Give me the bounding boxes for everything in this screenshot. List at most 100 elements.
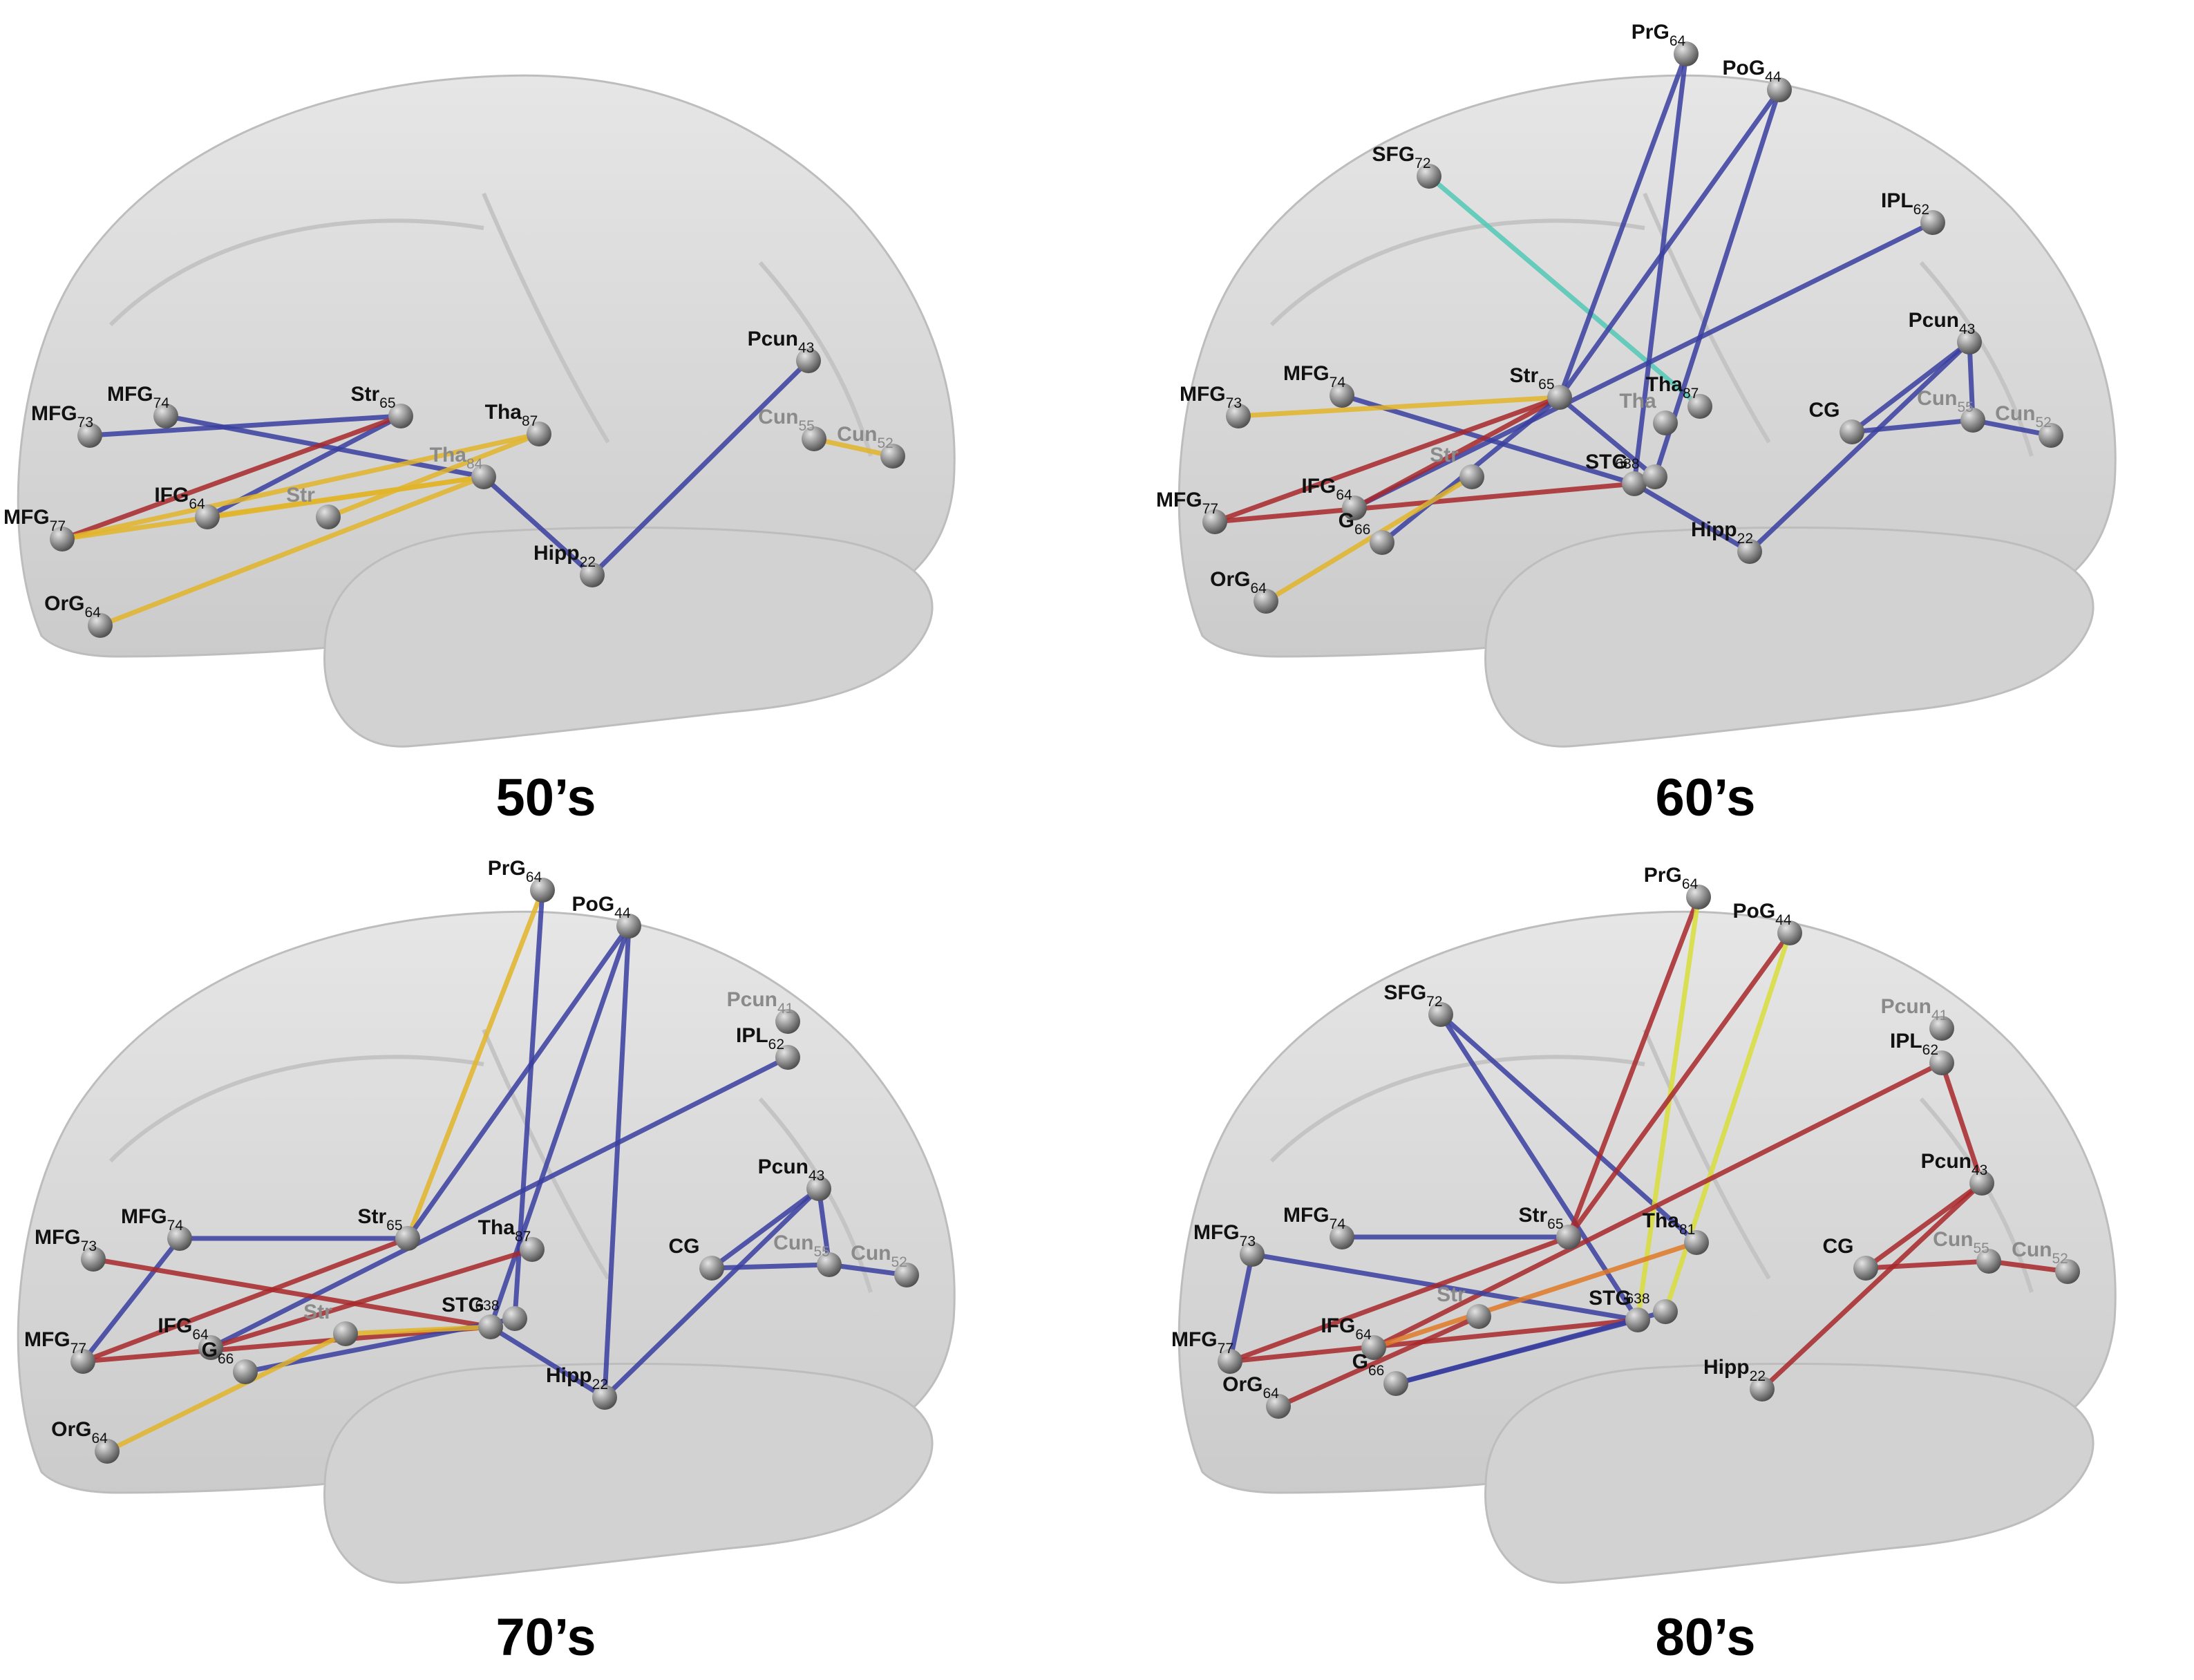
node-IPL: IPL62 (1881, 189, 1945, 235)
node-name: MFG (3, 506, 50, 529)
node-label: Cun52 (837, 423, 893, 451)
node-label: Tha87 (478, 1216, 531, 1245)
node-Tha: Tha87 (478, 1216, 545, 1262)
node-name: Pcun (1881, 995, 1931, 1018)
node-name: Cun (851, 1242, 891, 1265)
node-sphere (1687, 394, 1712, 419)
node-OrG: OrG64 (1210, 568, 1278, 614)
node-sphere (153, 404, 178, 428)
node-Cun52: Cun52 (1995, 402, 2063, 448)
node-name: Pcun (727, 988, 777, 1011)
node-name: Pcun (1921, 1150, 1971, 1173)
node-subscript: 22 (580, 554, 596, 570)
node-label: STG (442, 1294, 484, 1316)
node-name: MFG (121, 1205, 167, 1228)
node-subscript: 87 (515, 1229, 531, 1245)
node-sphere (1370, 530, 1394, 555)
node-sphere (70, 1349, 95, 1374)
node-sphere (894, 1263, 919, 1287)
edge-PrG-STG (1635, 894, 1701, 1323)
edge-MFG77-Str (1227, 1234, 1571, 1364)
node-name: IPL (1890, 1030, 1922, 1053)
node-name: OrG (44, 592, 84, 615)
node-label: Tha84 (430, 444, 483, 472)
node-subscript: 43 (1971, 1162, 1987, 1178)
node-G66: G66 (202, 1339, 258, 1384)
node-name: PoG (1732, 900, 1775, 923)
node-StrM: Str (286, 484, 341, 529)
node-name: Cun (1933, 1228, 1973, 1251)
node-name: Pcun (758, 1155, 808, 1178)
node-label: Hipp22 (1691, 518, 1753, 547)
node-sphere (1920, 210, 1945, 235)
node-sphere (1342, 495, 1367, 520)
node-sphere (796, 348, 821, 373)
node-sphere (1361, 1335, 1386, 1360)
node-G66: G66 (1352, 1350, 1408, 1396)
node-label: 638 (1625, 1291, 1649, 1307)
edge-IPL-IFG (1352, 220, 1936, 511)
edge-IFG-Tha (208, 1247, 535, 1350)
brain-temporal-lobe (323, 1362, 934, 1584)
node-label: PoG44 (571, 893, 630, 921)
node-subscript: 22 (592, 1377, 608, 1393)
node-subscript: 66 (218, 1351, 234, 1367)
edge-CG-Cun55 (1863, 1258, 1992, 1271)
node-label: Cun52 (2012, 1238, 2068, 1267)
node-name: Str (350, 383, 379, 406)
node-subscript: 64 (192, 1327, 209, 1343)
node-name: CG (1823, 1235, 1854, 1258)
node-MFG74: MFG74 (1283, 1204, 1354, 1249)
node-Tha87: Tha87 (1646, 373, 1712, 419)
node-subscript: 87 (1683, 386, 1699, 402)
node-label: MFG74 (1283, 362, 1345, 390)
node-sphere (1625, 1308, 1650, 1332)
node-label: IFG64 (1321, 1314, 1372, 1343)
node-name: OrG (1210, 568, 1250, 591)
edge-IFG-Tha (1371, 1240, 1699, 1350)
edge-OrG-StrM (1263, 474, 1475, 604)
node-sphere (88, 613, 113, 638)
node-subscript: 81 (1679, 1222, 1695, 1238)
node-STG638: 638 (1625, 1291, 1678, 1324)
edge-Cun55-Cun52 (811, 436, 896, 459)
node-subscript: 64 (1263, 1386, 1280, 1401)
node-Cun55: Cun55 (1933, 1228, 2001, 1274)
edge-CG-Cun55 (709, 1262, 832, 1271)
node-MFG77: MFG77 (24, 1328, 95, 1374)
node-IPL: IPL62 (736, 1024, 800, 1070)
node-OrG: OrG64 (1222, 1373, 1291, 1419)
edge-Str-STG638 (1557, 395, 1658, 480)
node-label: PoG44 (1732, 900, 1791, 928)
node-STG638: 638 (1615, 456, 1667, 489)
node-STG638: 638 (475, 1298, 527, 1331)
node-subscript: 52 (891, 1254, 907, 1270)
node-subscript: 74 (1330, 375, 1346, 390)
node-subscript: 64 (1251, 581, 1267, 596)
node-sphere (1428, 1002, 1453, 1027)
node-label: CG (1809, 399, 1840, 422)
node-label: Tha87 (1646, 373, 1699, 402)
node-name: Hipp (546, 1364, 592, 1387)
node-label: G66 (202, 1339, 234, 1367)
node-subscript: 64 (1682, 876, 1699, 892)
node-name: Tha (1619, 390, 1656, 413)
edge-IFG-Tha84 (205, 474, 486, 520)
node-name: MFG (1283, 1204, 1330, 1227)
edge-OrG-Tha84 (97, 474, 486, 628)
node-label: Str65 (357, 1205, 402, 1234)
node-sphere (1459, 464, 1484, 489)
node-subscript: 43 (798, 340, 814, 356)
node-sphere (333, 1321, 358, 1346)
node-subscript: 64 (85, 605, 102, 621)
node-sphere (388, 404, 413, 428)
node-subscript: 22 (1750, 1368, 1766, 1384)
node-G66: G66 (1339, 509, 1394, 555)
node-name: IPL (1881, 189, 1913, 212)
node-StrM: Str (303, 1301, 358, 1346)
node-subscript: 43 (808, 1168, 824, 1184)
edge-Hipp-Pcun43 (1747, 339, 1972, 554)
node-Tha84: Tha84 (430, 444, 496, 489)
node-label: Tha81 (1643, 1209, 1696, 1238)
node-name: MFG (1156, 489, 1202, 511)
